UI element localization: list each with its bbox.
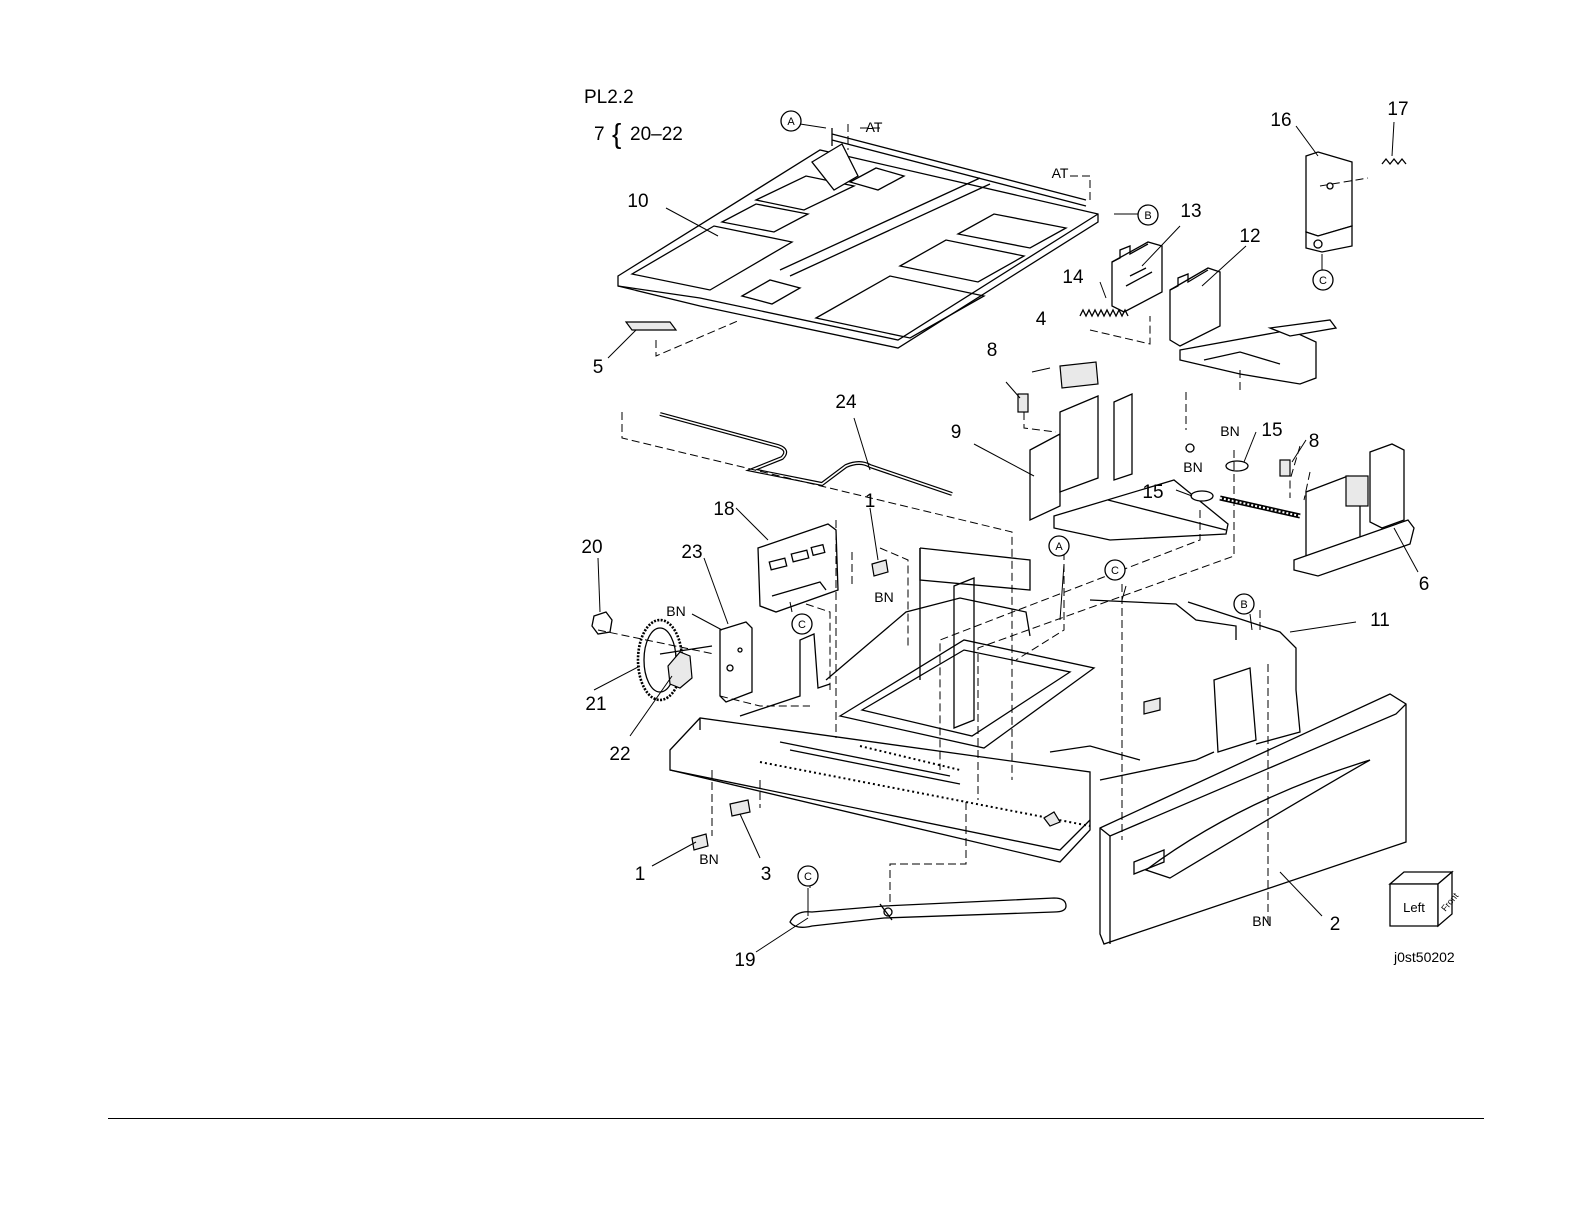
part-1-clip-lower	[692, 834, 708, 850]
tag-bn-gear-plate: BN	[666, 603, 685, 619]
image-code: j0st50202	[1393, 949, 1455, 965]
part-6-side-guide	[1220, 444, 1414, 576]
svg-text:B: B	[1144, 210, 1151, 222]
cube-left-face: Left	[1403, 900, 1425, 915]
tag-bn-clip-lower: BN	[699, 851, 718, 867]
callout-18: 18	[713, 499, 734, 520]
ref-circle-a-mid: A	[1049, 536, 1069, 556]
part-16-bracket	[1306, 152, 1352, 252]
tag-bn-front-cover: BN	[1252, 913, 1271, 929]
part-12-bracket	[1170, 268, 1336, 384]
callout-10: 10	[627, 191, 648, 212]
kit-brace: {	[612, 118, 621, 149]
callout-13: 13	[1180, 201, 1201, 222]
ref-circle-b-mid: B	[1234, 594, 1254, 614]
svg-text:A: A	[787, 116, 795, 128]
plate-id: PL2.2	[584, 87, 634, 108]
part-1-clip-upper	[872, 560, 888, 576]
callout-23: 23	[681, 542, 702, 563]
callout-15-upper: 15	[1261, 420, 1282, 441]
ref-circle-c-top: C	[1313, 270, 1333, 290]
ref-circle-b-top: B	[1138, 205, 1158, 225]
part-15-washer-lower	[1191, 491, 1213, 501]
part-18-plate	[758, 524, 838, 612]
callout-1-lower: 1	[635, 864, 646, 885]
callout-21: 21	[585, 694, 606, 715]
part-15-washer	[1226, 461, 1248, 471]
callout-5: 5	[593, 357, 604, 378]
part-23-gear-plate	[720, 622, 752, 702]
callout-20: 20	[581, 537, 602, 558]
svg-text:B: B	[1240, 599, 1247, 611]
part-5-label	[626, 322, 676, 330]
tag-at-top: AT	[866, 119, 883, 135]
part-17-spring	[1382, 159, 1406, 164]
ref-circle-c-mid: C	[1105, 560, 1125, 580]
part-8-connector-right	[1280, 460, 1290, 476]
part-24-rod	[660, 414, 952, 494]
kit-ref: 7	[594, 124, 605, 145]
callout-14: 14	[1062, 267, 1084, 288]
callout-1-upper: 1	[865, 491, 876, 512]
kit-range: 20–22	[630, 124, 683, 145]
part-3-label	[730, 800, 750, 816]
tag-bn-washer: BN	[1220, 423, 1239, 439]
callout-24: 24	[835, 392, 857, 413]
ref-circle-c-left: C	[792, 614, 812, 634]
ref-circle-c-bottom: C	[798, 866, 818, 886]
callout-4: 4	[1036, 309, 1047, 330]
svg-text:C: C	[1319, 275, 1327, 287]
tag-at-right: AT	[1052, 165, 1069, 181]
orientation-cube: Left Front	[1390, 872, 1461, 926]
callout-17: 17	[1387, 99, 1408, 120]
callout-19: 19	[734, 950, 755, 971]
footer-rule	[108, 1118, 1484, 1119]
callout-6: 6	[1419, 574, 1430, 595]
part-2-front-cover	[1100, 694, 1406, 944]
svg-text:C: C	[804, 871, 812, 883]
callout-9: 9	[951, 422, 962, 443]
callout-8-right: 8	[1309, 431, 1320, 452]
callout-15-lower: 15	[1142, 482, 1163, 503]
part-19-link	[790, 898, 1066, 927]
tag-bn-clip-upper: BN	[874, 589, 893, 605]
part-4-label	[1060, 362, 1098, 388]
svg-text:C: C	[798, 619, 806, 631]
tag-bn-washer-lower: BN	[1183, 459, 1202, 475]
callout-22: 22	[609, 744, 630, 765]
callout-12: 12	[1239, 226, 1260, 247]
callout-8-left: 8	[987, 340, 998, 361]
callout-11: 11	[1370, 610, 1390, 631]
svg-text:C: C	[1111, 565, 1119, 577]
part-10-tray-cover	[618, 128, 1098, 348]
callout-3: 3	[761, 864, 772, 885]
callout-16: 16	[1270, 110, 1291, 131]
ref-circle-a-top: A	[781, 111, 801, 131]
svg-text:A: A	[1055, 541, 1063, 553]
callout-2: 2	[1330, 914, 1341, 935]
